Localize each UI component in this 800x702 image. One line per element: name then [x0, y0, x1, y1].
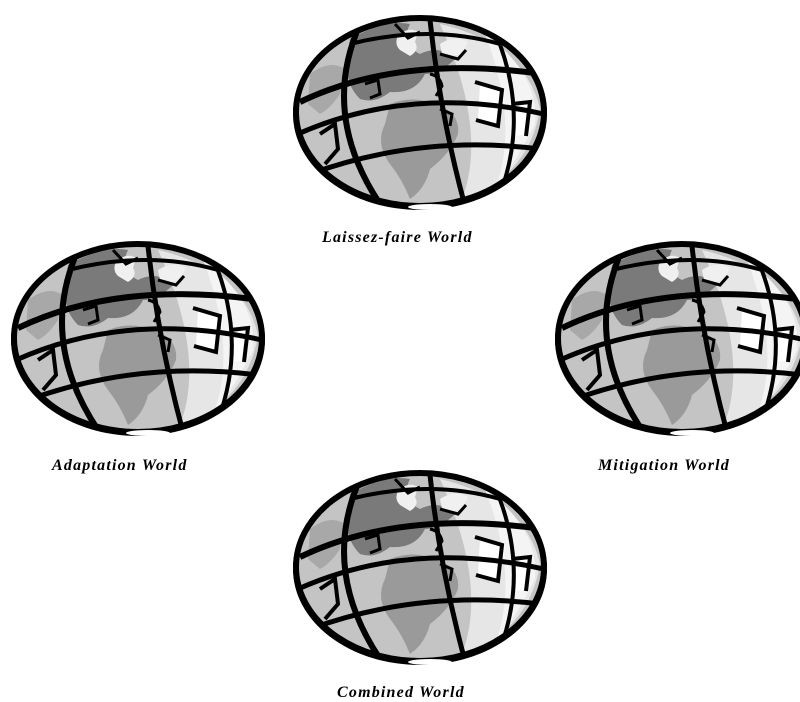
mitigation-world-label: Mitigation World [598, 457, 730, 475]
globe-icon [8, 240, 268, 440]
globe-icon [552, 240, 800, 440]
globe-icon [290, 469, 550, 669]
combined-world-label: Combined World [337, 684, 465, 702]
adaptation-world-label: Adaptation World [52, 457, 188, 475]
laissez-faire-world-label: Laissez-faire World [322, 229, 473, 247]
laissez-faire-globe-icon [290, 14, 550, 214]
combined-globe-icon [290, 469, 550, 669]
globe-icon [290, 14, 550, 214]
adaptation-globe-icon [8, 240, 268, 440]
mitigation-globe-icon [552, 240, 800, 440]
